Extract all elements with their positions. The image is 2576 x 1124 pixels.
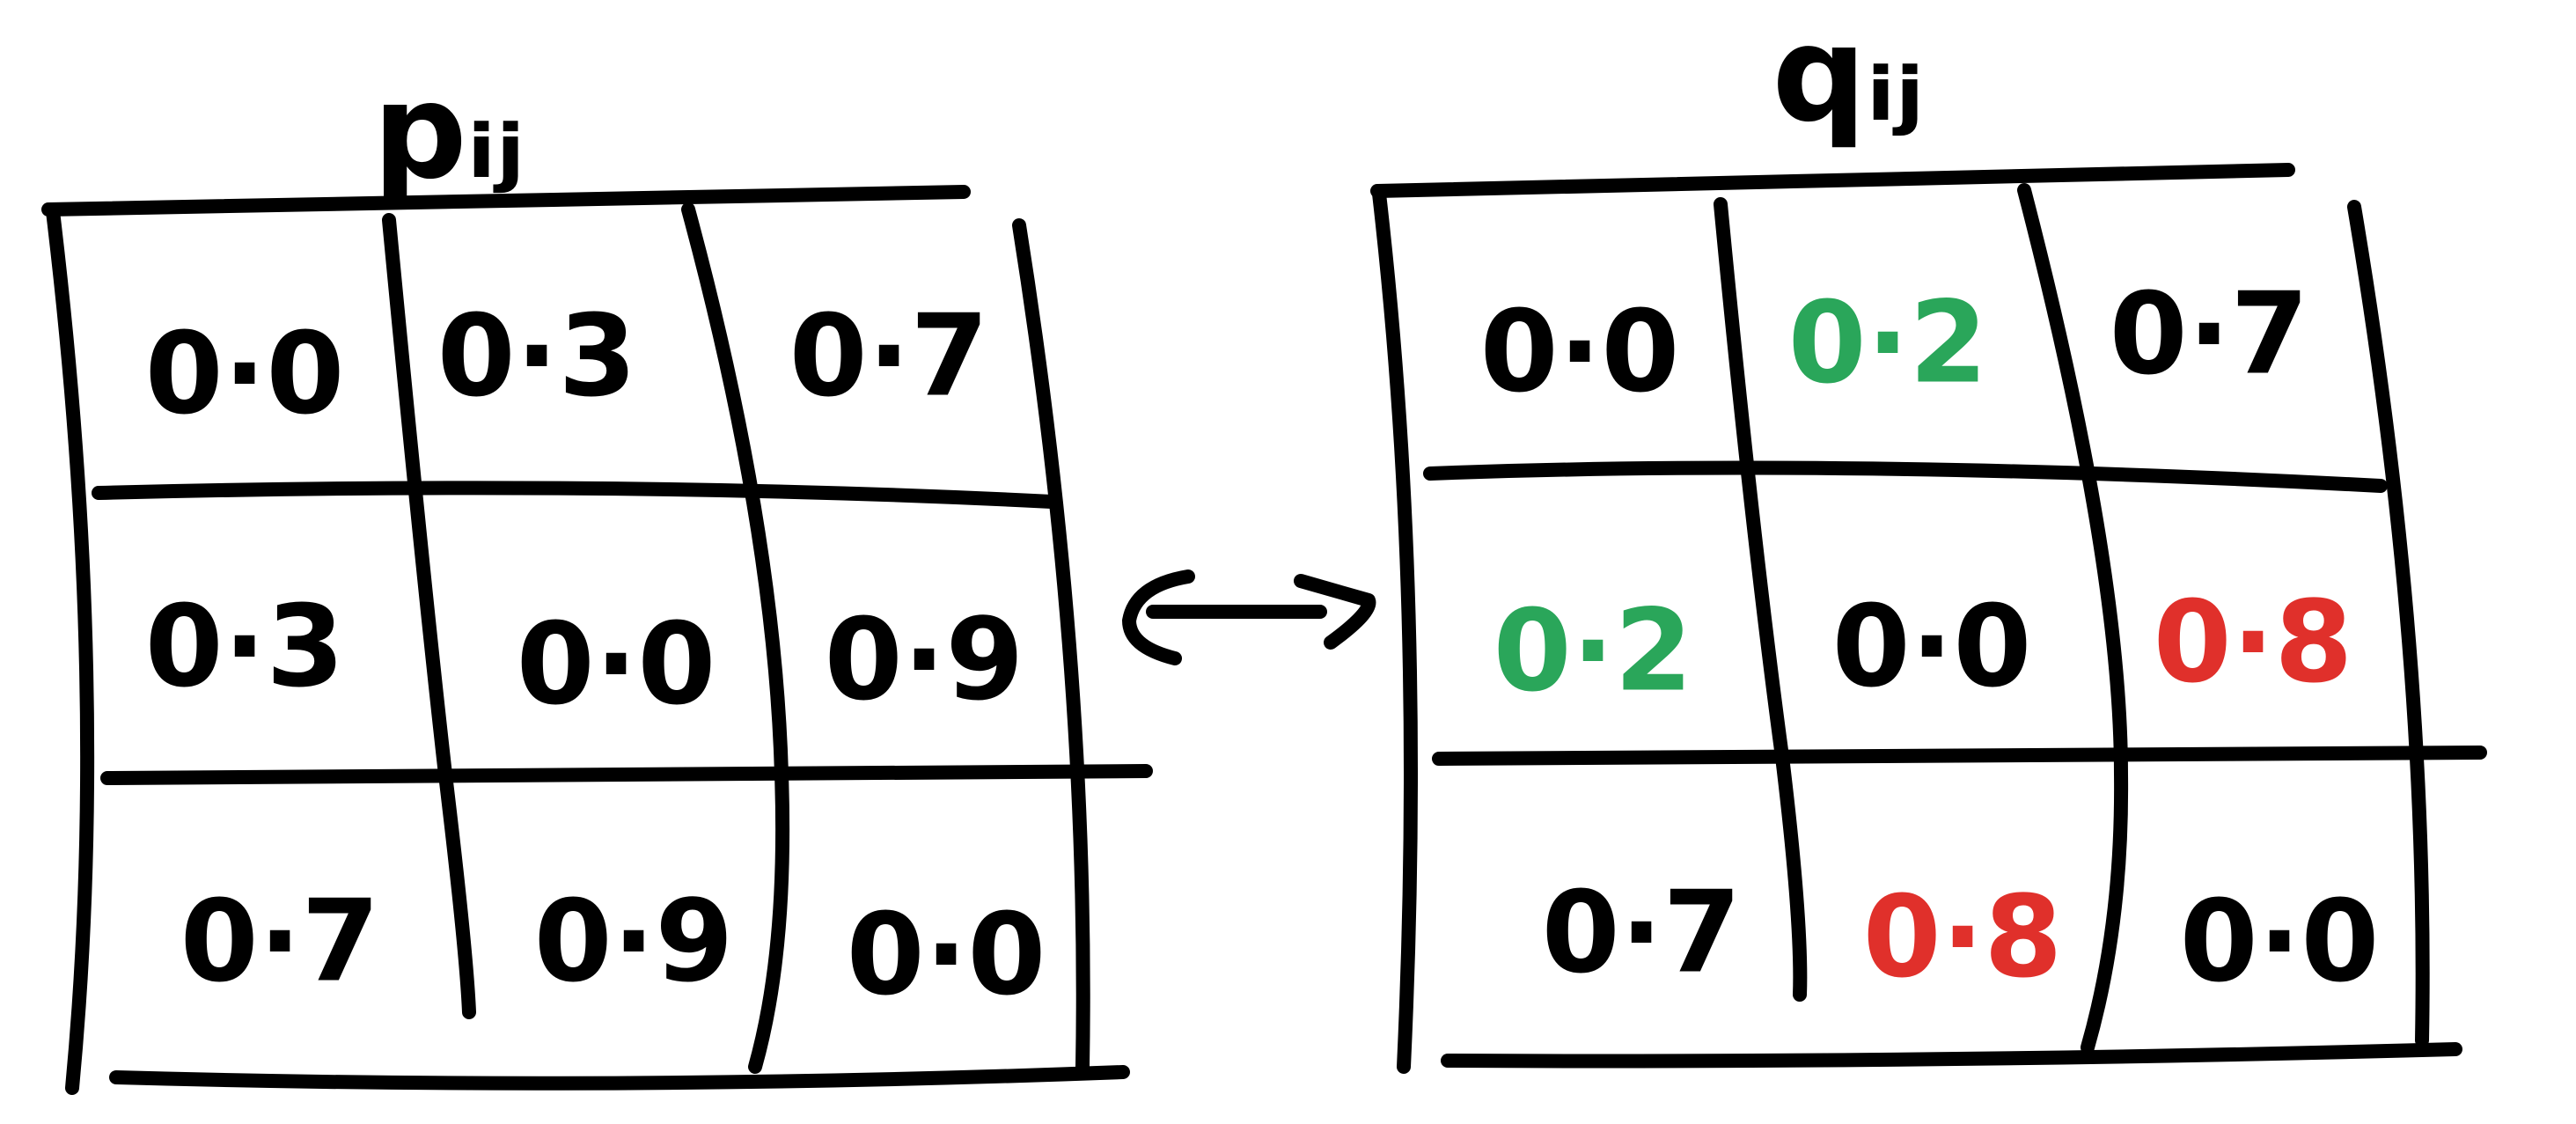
left-cell-1-3: 0·7 [789,291,989,422]
right-cell-3-2: 0·8 [1863,872,2063,1003]
left-grid-col-line-2 [681,202,790,1074]
left-grid-top-line [41,185,971,217]
right-cell-2-1: 0·2 [1493,586,1693,717]
right-cell-1-2: 0·2 [1788,278,1988,409]
right-grid-bottom-line [1441,1042,2462,1069]
left-grid-row-line-1 [92,481,1059,509]
right-matrix-title: qᵢⱼ [1772,0,1924,151]
left-cell-2-2: 0·0 [517,599,716,731]
left-grid-bottom-line [109,1065,1130,1091]
right-cell-1-1: 0·0 [1480,287,1680,418]
right-cell-3-3: 0·0 [2180,877,2380,1008]
left-cell-3-2: 0·9 [534,877,734,1008]
right-grid-col-line-2 [2017,183,2129,1054]
right-grid-top-line [1370,163,2295,198]
double-arrow-icon [1122,569,1376,665]
left-cell-1-2: 0·3 [437,291,637,422]
left-matrix-cells: 0·0 0·3 0·7 0·3 0·0 0·9 0·7 0·9 0·0 [145,291,1046,1021]
right-cell-3-1: 0·7 [1542,868,1742,999]
right-grid-row-line-2 [1432,746,2487,766]
right-matrix-cells: 0·0 0·2 0·7 0·2 0·0 0·8 0·7 0·8 0·0 [1480,269,2380,1008]
right-grid-row-line-1 [1423,460,2388,493]
left-cell-1-1: 0·0 [145,309,345,440]
left-matrix [41,185,1153,1095]
left-grid-row-line-2 [100,764,1153,785]
left-grid-right-line [1012,218,1090,1074]
left-grid-col-line-1 [382,213,476,1019]
right-cell-2-2: 0·0 [1832,582,2032,713]
left-grid-left-line [46,204,95,1095]
right-grid-col-line-1 [1714,197,1808,1002]
left-cell-3-3: 0·0 [847,890,1046,1021]
left-cell-3-1: 0·7 [180,877,380,1008]
right-cell-2-3: 0·8 [2154,577,2353,709]
left-cell-2-1: 0·3 [145,582,345,713]
right-grid-right-line [2347,200,2430,1047]
right-grid-left-line [1372,187,1419,1074]
right-matrix [1370,163,2487,1074]
right-cell-1-3: 0·7 [2110,269,2309,400]
left-cell-2-3: 0·9 [825,595,1024,726]
left-matrix-title: pᵢⱼ [372,55,525,209]
